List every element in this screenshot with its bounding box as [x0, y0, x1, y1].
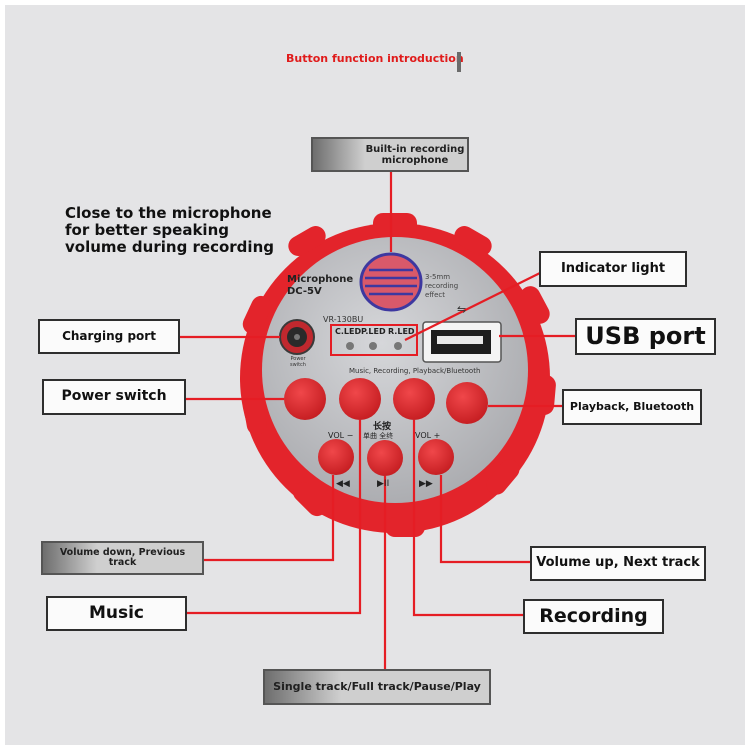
wire-recording	[412, 420, 523, 617]
vol-minus-print: VOL −	[328, 431, 354, 440]
wire-vol-down	[203, 475, 335, 562]
body-bump	[292, 481, 328, 517]
wire-indicator	[404, 272, 541, 341]
model-print: VR-130BU	[323, 315, 364, 324]
usage-note: Close to the microphone for better speak…	[65, 204, 274, 256]
label-music: Music	[46, 596, 187, 631]
body-bump	[385, 517, 425, 537]
label-single-track: Single track/Full track/Pause/Play	[263, 669, 491, 705]
mode-button-2[interactable]	[393, 378, 435, 420]
usb-symbol: ⇋	[457, 303, 467, 316]
long-press-print: 长按	[373, 422, 392, 432]
mode-button-1[interactable]	[339, 378, 381, 420]
body-bump	[288, 226, 326, 256]
next-track-icon: ▶▶	[419, 479, 433, 489]
label-usb-port: USB port	[575, 318, 716, 355]
body-bump	[454, 226, 492, 256]
prev-track-icon: ◀◀	[336, 479, 350, 489]
page-title: Button function introduction	[286, 52, 464, 65]
power-small-print: Power switch	[290, 356, 306, 368]
mode-button-3[interactable]	[446, 382, 488, 424]
diagram-canvas: Button function introduction Close to th…	[5, 5, 745, 745]
mode-print: Music, Recording, Playback/Bluetooth	[349, 367, 481, 375]
usb-port	[422, 321, 502, 363]
body-bump	[486, 459, 520, 495]
label-builtin-mic: Built-in recording microphone	[311, 137, 469, 172]
title-marker	[457, 52, 461, 72]
microphone-grille	[359, 252, 423, 312]
label-recording: Recording	[523, 599, 664, 634]
led-panel	[330, 324, 418, 356]
wire-vol-up	[439, 475, 530, 564]
body-bump	[242, 295, 272, 335]
mic-print: Microphone	[287, 274, 354, 285]
led-c	[346, 342, 354, 350]
label-power-switch: Power switch	[42, 379, 186, 415]
led-c-print: C.LED	[335, 327, 362, 336]
single-full-print: 单曲 全终	[363, 432, 394, 440]
volume-down-button[interactable]	[318, 439, 354, 475]
label-volume-up: Volume up, Next track	[530, 546, 706, 581]
led-p-print: P.LED	[361, 327, 386, 336]
label-indicator-light: Indicator light	[539, 251, 687, 287]
faceplate	[262, 237, 528, 503]
device-illustration	[180, 170, 575, 669]
play-pause-icon: ▶II	[377, 479, 390, 489]
play-pause-button[interactable]	[367, 440, 403, 476]
wire-music	[187, 420, 362, 615]
label-volume-down: Volume down, Previous track	[41, 541, 204, 575]
effect-print: 3-5mm recording effect	[425, 273, 459, 300]
body-bump	[243, 395, 267, 435]
power-switch-button[interactable]	[284, 378, 326, 420]
dc-print: DC-5V	[287, 286, 322, 297]
body-bump	[520, 286, 550, 324]
label-charging-port: Charging port	[38, 319, 180, 354]
led-r	[394, 342, 402, 350]
vol-plus-print: VOL +	[415, 431, 441, 440]
body-bump	[373, 213, 417, 235]
volume-up-button[interactable]	[418, 439, 454, 475]
label-playback-bluetooth: Playback, Bluetooth	[562, 389, 702, 425]
led-r-print: R.LED	[388, 327, 415, 336]
charging-port	[279, 319, 315, 355]
callout-wires	[180, 170, 575, 669]
led-p	[369, 342, 377, 350]
